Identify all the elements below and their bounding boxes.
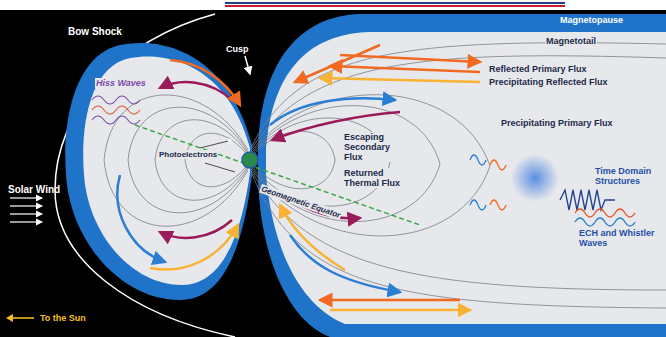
- region-label: Magnetotail: [545, 36, 597, 46]
- flux-label: Precipitating Primary Flux: [500, 118, 614, 128]
- wave-label: ECH and Whistler Waves: [578, 228, 660, 248]
- region-label: Cusp: [226, 44, 249, 54]
- flux-label: Returned Thermal Flux: [343, 168, 407, 188]
- flux-label: Escaping Secondary Flux: [343, 132, 407, 162]
- flow-label: Solar Wind: [8, 184, 60, 195]
- wave-label: Time Domain Structures: [594, 166, 662, 186]
- region-label: Bow Shock: [68, 26, 122, 37]
- boundary-label: Magnetopause: [560, 15, 623, 25]
- flux-label: Reflected Primary Flux: [488, 64, 588, 74]
- wave-label: Hiss Waves: [95, 78, 147, 88]
- flux-label: Precipitating Reflected Flux: [488, 77, 609, 87]
- particle-label: Photoelectrons: [158, 150, 218, 159]
- direction-label: To the Sun: [40, 313, 86, 323]
